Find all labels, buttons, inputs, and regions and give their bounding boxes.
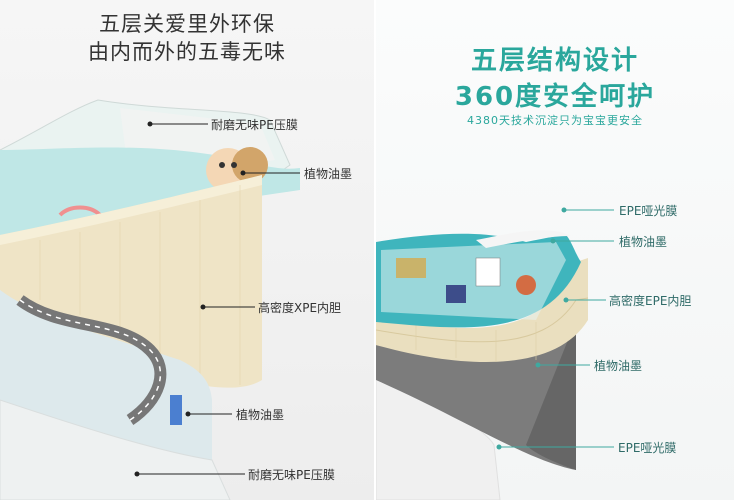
left-label-ink-top: 植物油墨 <box>304 167 353 181</box>
right-panel: 五层结构设计 360度安全呵护 4380天技术沉淀只为宝宝更安全 EPE哑光膜 … <box>376 0 734 500</box>
left-title-line1: 五层关爱里外环保 <box>99 12 275 36</box>
right-label-epe-core: 高密度EPE内胆 <box>609 294 692 308</box>
panel-divider <box>374 0 376 500</box>
right-layers-illustration <box>376 207 614 500</box>
left-panel: 五层关爱里外环保 由内而外的五毒无味 耐磨无味PE压膜 植物油墨 高密度XPE内… <box>0 0 374 500</box>
right-title-line2: 360度安全呵护 <box>454 82 656 112</box>
right-label-epe-bottom: EPE哑光膜 <box>618 441 677 455</box>
left-title-line2: 由内而外的五毒无味 <box>88 40 286 64</box>
right-title-line1: 五层结构设计 <box>470 46 639 76</box>
left-label-pe-bottom: 耐磨无味PE压膜 <box>248 468 335 482</box>
left-label-pe-top: 耐磨无味PE压膜 <box>211 118 298 132</box>
left-layers-illustration <box>0 99 300 500</box>
right-subtitle: 4380天技术沉淀只为宝宝更安全 <box>467 114 643 127</box>
right-label-ink-top: 植物油墨 <box>619 235 668 249</box>
right-label-epe-top: EPE哑光膜 <box>619 204 678 218</box>
right-label-ink-bottom: 植物油墨 <box>594 359 643 373</box>
left-label-xpe: 高密度XPE内胆 <box>258 301 342 315</box>
left-label-ink-bottom: 植物油墨 <box>236 408 285 422</box>
